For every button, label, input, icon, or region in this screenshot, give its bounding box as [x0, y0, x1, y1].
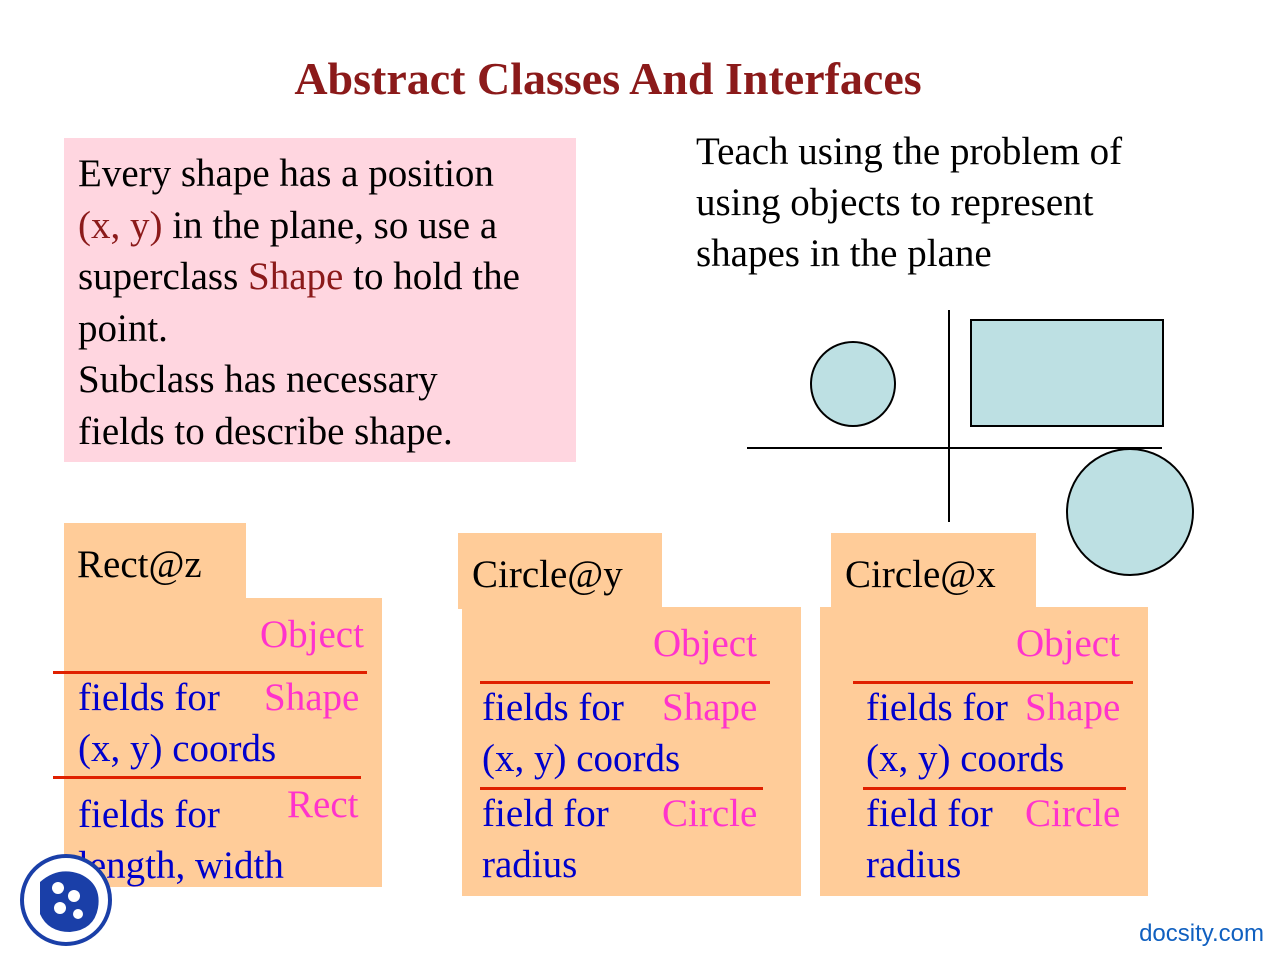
shape-label: Shape [264, 676, 360, 719]
intro-highlight-xy: (x, y) [78, 203, 163, 247]
object-name-tab: Circle@y [458, 533, 662, 609]
object-body [462, 607, 801, 896]
divider-line [53, 671, 367, 674]
object-body [820, 607, 1148, 896]
large-circle-shape [1066, 448, 1194, 576]
teach-text: Teach using the problem of using objects… [696, 130, 1123, 275]
intro-line: Subclass has necessary [78, 358, 438, 401]
shape-fields: fields for(x, y) coords [482, 686, 681, 780]
docsity-logo-icon [20, 854, 112, 946]
shape-label: Shape [662, 686, 758, 729]
coordinate-plane [747, 310, 1194, 576]
subclass-label: Rect [287, 783, 359, 826]
divider-line [863, 787, 1126, 790]
shape-label: Shape [1025, 686, 1121, 729]
object-name-tab: Circle@x [831, 533, 1036, 609]
divider-line [853, 681, 1133, 684]
slide-title: Abstract Classes And Interfaces [294, 53, 922, 104]
intro-line: fields to describe shape. [78, 409, 453, 453]
object-label: Object [1016, 622, 1120, 665]
intro-line: superclass Shape to hold the [78, 255, 520, 298]
object-body [64, 598, 382, 887]
intro-line: point. [78, 306, 168, 350]
docsity-watermark[interactable]: docsity.com [1139, 920, 1264, 947]
intro-box: Every shape has a position (x, y) in the… [64, 138, 576, 462]
intro-line: (x, y) in the plane, so use a [78, 203, 498, 247]
object-name-tab: Rect@z [64, 523, 246, 601]
rectangle-shape [970, 319, 1164, 427]
object-label: Object [260, 613, 364, 656]
intro-line: Every shape has a position [78, 152, 494, 195]
subclass-label: Circle [1025, 792, 1121, 835]
shape-fields: fields for(x, y) coords [866, 686, 1065, 780]
divider-line [53, 776, 361, 779]
small-circle-shape [810, 341, 896, 427]
intro-highlight-shape: Shape [248, 255, 344, 298]
object-label: Object [653, 622, 757, 665]
subclass-label: Circle [662, 792, 758, 835]
divider-line [480, 681, 770, 684]
shape-fields: fields for(x, y) coords [78, 676, 277, 770]
divider-line [480, 787, 763, 790]
